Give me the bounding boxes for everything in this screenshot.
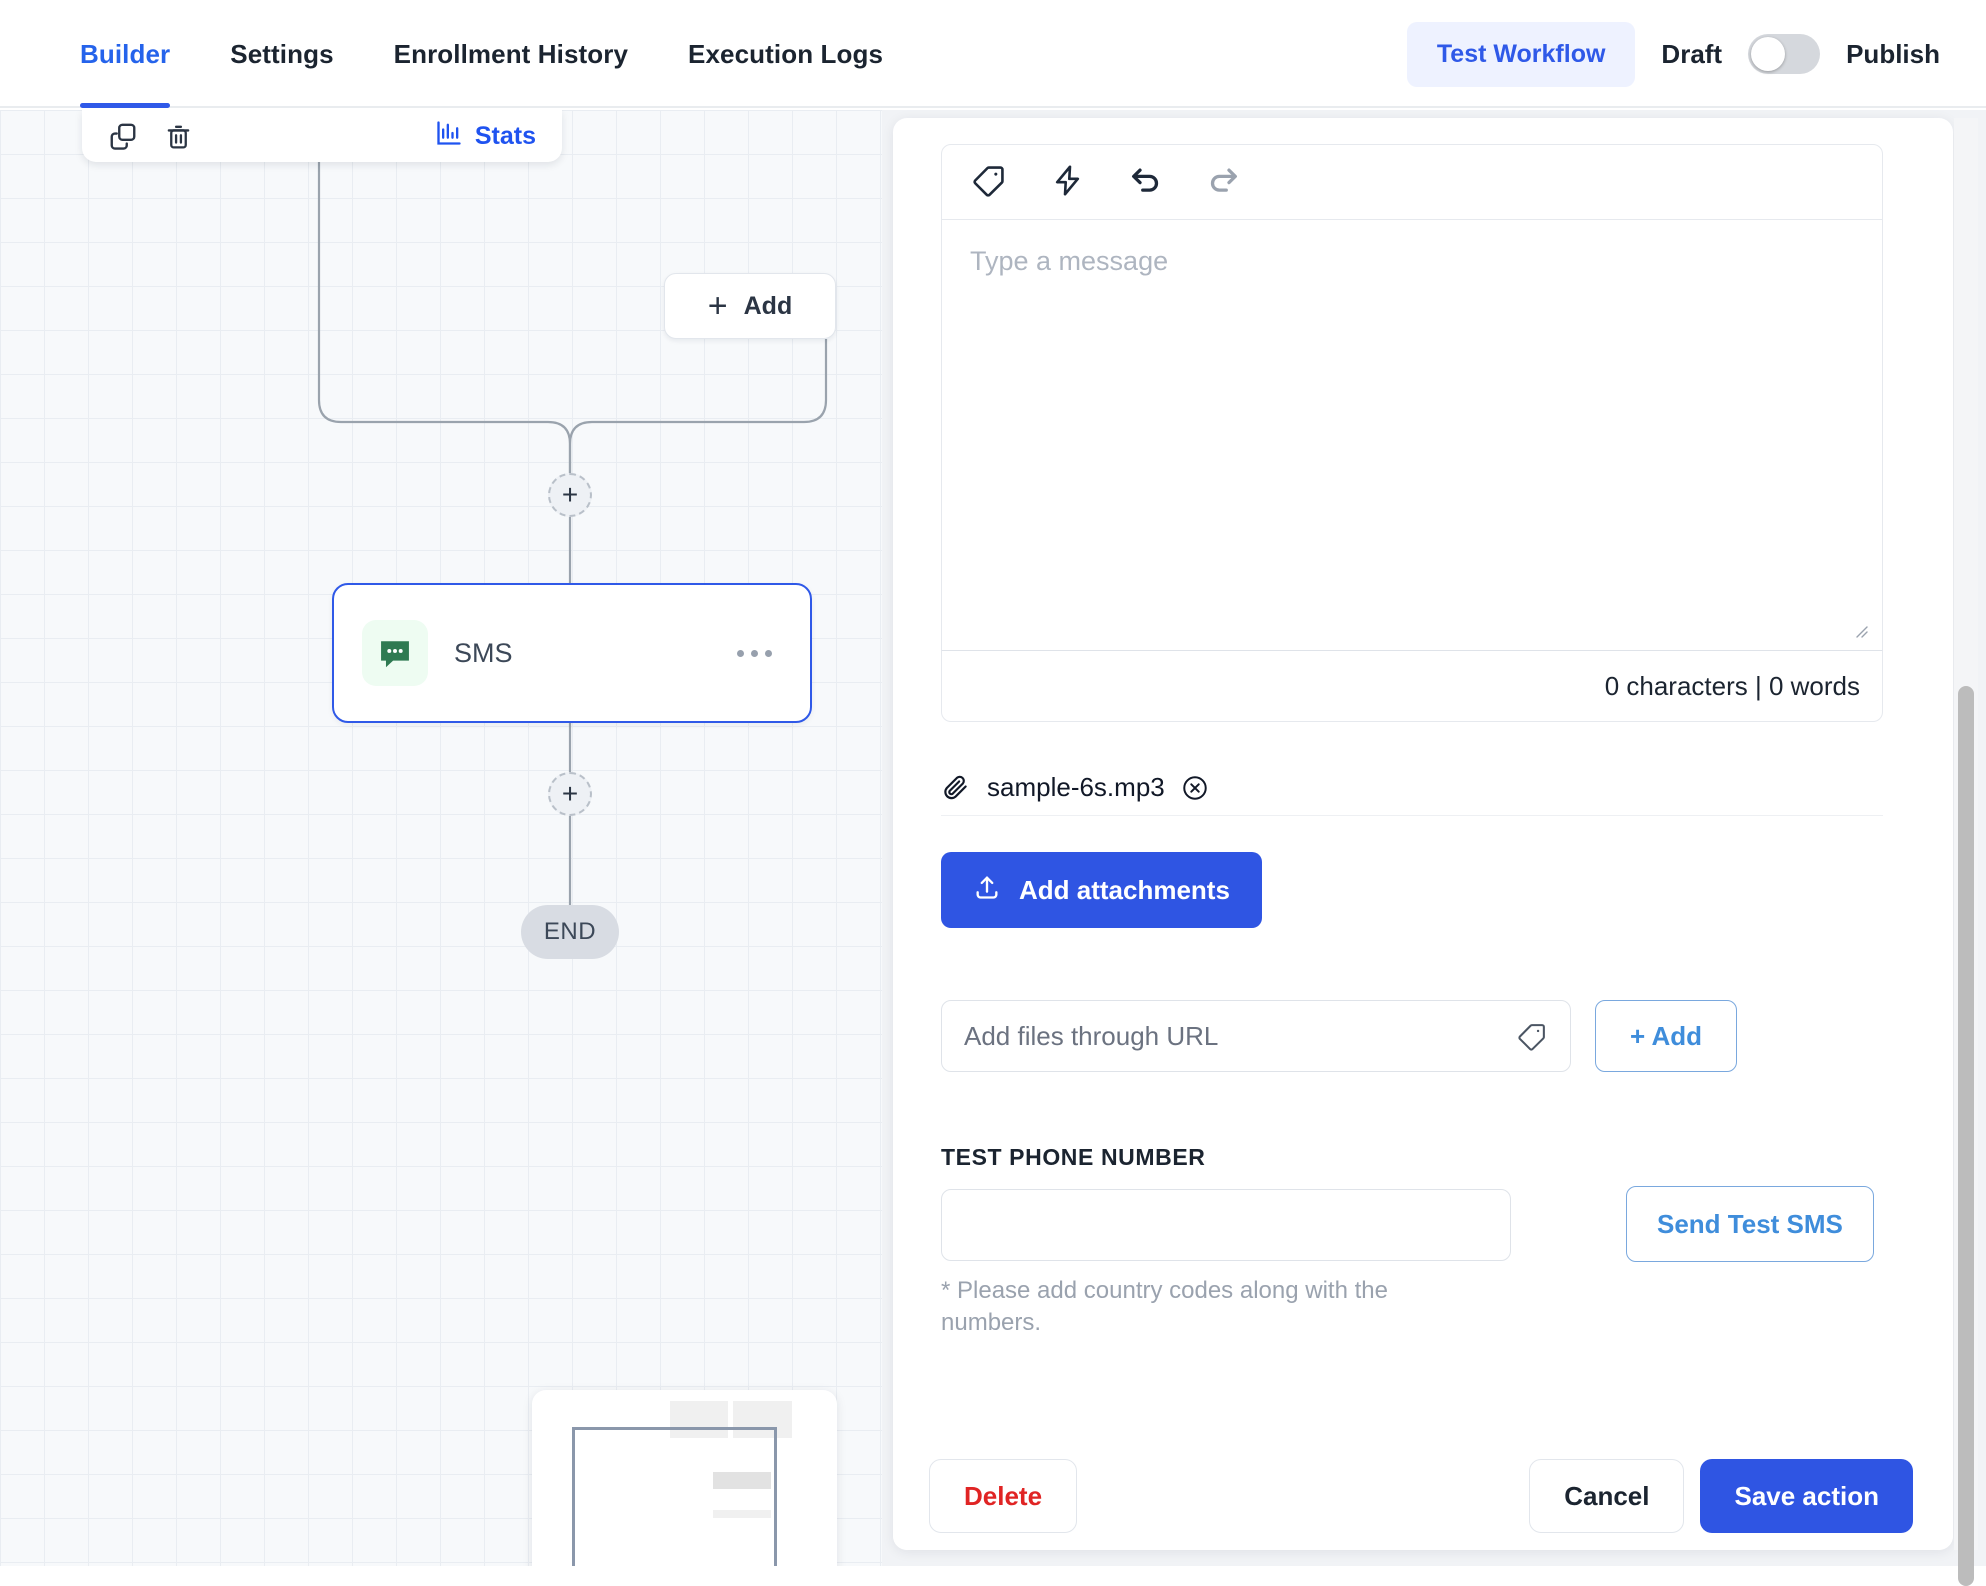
panel-scrollbar-thumb[interactable] bbox=[1958, 686, 1974, 1586]
minimap-viewport[interactable] bbox=[572, 1427, 777, 1566]
resize-handle-icon[interactable] bbox=[1850, 620, 1870, 640]
add-attachments-label: Add attachments bbox=[1019, 874, 1230, 905]
tab-execution-logs-label: Execution Logs bbox=[688, 38, 884, 69]
copy-icon[interactable] bbox=[108, 121, 138, 151]
workspace: Stats + Add + + SMS END bbox=[0, 110, 1986, 1586]
stats-label: Stats bbox=[474, 121, 536, 150]
end-node-label: END bbox=[543, 918, 597, 945]
test-phone-input[interactable] bbox=[941, 1189, 1511, 1261]
lightning-icon[interactable] bbox=[1050, 163, 1084, 197]
workflow-canvas[interactable]: Stats + Add + + SMS END bbox=[0, 110, 882, 1566]
delete-button[interactable]: Delete bbox=[929, 1459, 1078, 1533]
draft-label: Draft bbox=[1661, 38, 1723, 69]
tab-settings[interactable]: Settings bbox=[230, 0, 333, 108]
plus-icon: + bbox=[707, 287, 728, 325]
add-files-url-row: + Add bbox=[941, 1000, 1895, 1072]
topbar-actions: Test Workflow Draft Publish bbox=[1406, 0, 1940, 108]
tag-icon[interactable] bbox=[1518, 1021, 1548, 1051]
minimap-block bbox=[670, 1401, 728, 1438]
tab-builder[interactable]: Builder bbox=[80, 0, 171, 108]
message-counter-bar: 0 characters | 0 words bbox=[941, 650, 1883, 722]
sms-chat-bubble-icon bbox=[362, 620, 428, 686]
ellipsis-icon[interactable] bbox=[727, 640, 782, 667]
canvas-minimap[interactable] bbox=[532, 1390, 837, 1566]
top-navigation-bar: Builder Settings Enrollment History Exec… bbox=[0, 0, 1986, 108]
message-placeholder: Type a message bbox=[970, 246, 1169, 276]
cancel-button[interactable]: Cancel bbox=[1529, 1459, 1685, 1533]
tab-builder-label: Builder bbox=[80, 38, 171, 69]
tab-enrollment-history-label: Enrollment History bbox=[393, 38, 629, 69]
attachment-row: sample-6s.mp3 bbox=[941, 760, 1883, 816]
toggle-knob bbox=[1751, 37, 1786, 71]
add-attachments-button[interactable]: Add attachments bbox=[941, 852, 1262, 928]
test-workflow-button[interactable]: Test Workflow bbox=[1406, 21, 1636, 87]
save-action-button[interactable]: Save action bbox=[1700, 1459, 1913, 1533]
node-action-toolbar: Stats bbox=[82, 110, 562, 162]
plus-icon: + bbox=[561, 778, 579, 809]
plus-icon: + bbox=[561, 479, 579, 510]
attachment-filename: sample-6s.mp3 bbox=[987, 772, 1165, 802]
panel-scrollbar-track[interactable] bbox=[1954, 118, 1978, 1586]
message-counter: 0 characters | 0 words bbox=[1604, 670, 1860, 701]
tab-list: Builder Settings Enrollment History Exec… bbox=[0, 0, 943, 108]
test-phone-hint: * Please add country codes along with th… bbox=[941, 1277, 1388, 1337]
minimap-block bbox=[713, 1472, 771, 1489]
sms-action-panel: Type a message 0 characters | 0 words sa… bbox=[893, 118, 1953, 1550]
paperclip-icon bbox=[941, 773, 971, 803]
publish-toggle[interactable] bbox=[1748, 34, 1821, 74]
tab-execution-logs[interactable]: Execution Logs bbox=[688, 0, 883, 108]
message-textarea[interactable]: Type a message bbox=[941, 220, 1883, 650]
close-circle-icon[interactable] bbox=[1181, 773, 1211, 803]
tag-icon[interactable] bbox=[972, 163, 1006, 197]
send-test-sms-button[interactable]: Send Test SMS bbox=[1626, 1186, 1874, 1262]
test-phone-section: TEST PHONE NUMBER * Please add country c… bbox=[941, 1144, 1895, 1340]
bar-chart-icon bbox=[435, 119, 463, 154]
redo-icon[interactable] bbox=[1206, 163, 1240, 197]
add-url-button[interactable]: + Add bbox=[1595, 1000, 1737, 1072]
panel-footer: Delete Cancel Save action bbox=[893, 1442, 1953, 1550]
add-step-handle-bottom[interactable]: + bbox=[548, 772, 592, 816]
url-input[interactable] bbox=[964, 1020, 1518, 1052]
test-phone-block: TEST PHONE NUMBER * Please add country c… bbox=[941, 1144, 1511, 1340]
minimap-block bbox=[713, 1510, 771, 1518]
undo-icon[interactable] bbox=[1128, 163, 1162, 197]
sms-node-label: SMS bbox=[454, 637, 513, 668]
add-node-button[interactable]: + Add bbox=[664, 273, 836, 339]
tab-enrollment-history[interactable]: Enrollment History bbox=[394, 0, 628, 108]
trash-icon[interactable] bbox=[164, 121, 194, 151]
tab-settings-label: Settings bbox=[230, 38, 334, 69]
message-editor-toolbar bbox=[941, 144, 1883, 220]
add-node-label: Add bbox=[743, 291, 793, 320]
test-phone-label: TEST PHONE NUMBER bbox=[941, 1144, 1206, 1170]
url-input-wrapper[interactable] bbox=[941, 1000, 1571, 1072]
panel-scroll-area: Type a message 0 characters | 0 words sa… bbox=[893, 118, 1953, 1442]
minimap-block bbox=[733, 1401, 792, 1438]
upload-icon bbox=[973, 873, 1001, 908]
stats-link[interactable]: Stats bbox=[435, 119, 536, 154]
add-step-handle-top[interactable]: + bbox=[548, 473, 592, 517]
workflow-node-sms[interactable]: SMS bbox=[332, 583, 812, 723]
end-node: END bbox=[521, 905, 619, 959]
publish-label: Publish bbox=[1846, 38, 1940, 69]
